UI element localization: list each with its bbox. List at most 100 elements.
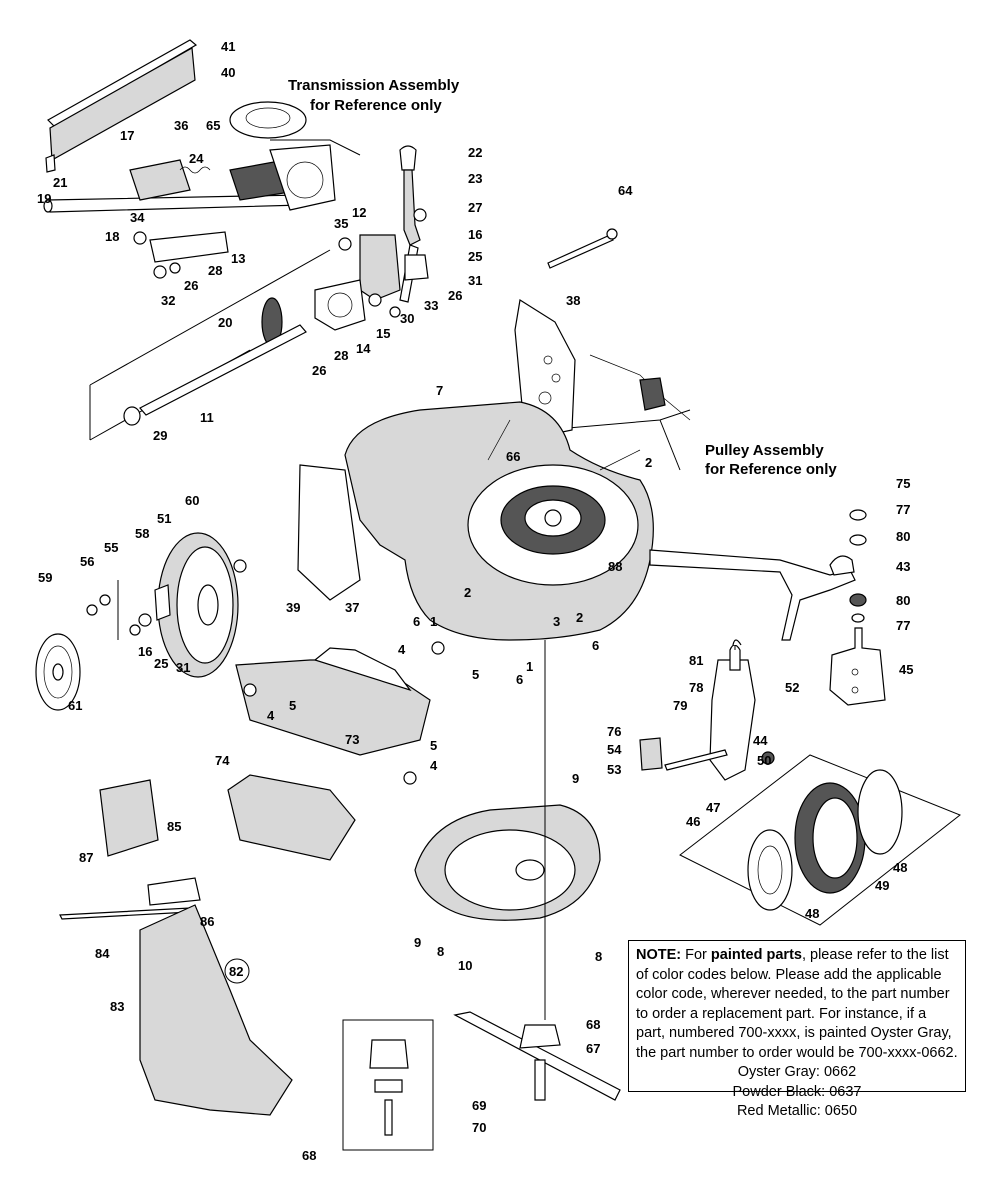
part-label-67: 67 <box>586 1041 600 1056</box>
part-label-14: 14 <box>356 341 371 356</box>
note-bold-phrase: painted parts <box>710 947 802 963</box>
part-label-59: 59 <box>38 570 52 585</box>
part-label-39: 39 <box>286 600 300 615</box>
color-code-oyster-gray: Oyster Gray: 0662 <box>737 1064 857 1080</box>
part-label-28a: 28 <box>208 263 222 278</box>
part-label-34: 34 <box>130 210 145 225</box>
part-label-15: 15 <box>376 326 390 341</box>
part-label-48b: 48 <box>805 906 819 921</box>
part-label-12: 12 <box>352 205 366 220</box>
part-51-wheel <box>154 532 247 678</box>
note-text-2: , please refer to the list of color code… <box>636 947 958 1061</box>
part-label-25b: 25 <box>154 656 168 671</box>
part-label-78: 78 <box>689 680 703 695</box>
part-label-51: 51 <box>157 511 171 526</box>
part-label-2c: 2 <box>576 610 583 625</box>
part-61-hubcap <box>35 633 81 711</box>
part-label-29: 29 <box>153 428 167 443</box>
part-12-bracket <box>338 208 429 301</box>
part-label-81: 81 <box>689 653 703 668</box>
part-label-10: 10 <box>458 958 472 973</box>
note-text-1: For <box>681 947 711 963</box>
part-36-bracket <box>129 159 211 201</box>
pulley-reference-frame <box>544 409 691 471</box>
part-label-46: 46 <box>686 814 700 829</box>
part-73-flap <box>235 641 445 785</box>
part-13-plate <box>133 231 229 279</box>
note-lead: NOTE: <box>636 947 682 963</box>
part-label-82: 82 <box>229 964 243 979</box>
part-label-88: 88 <box>608 559 622 574</box>
part-label-16a: 16 <box>468 227 482 242</box>
part-44-bracket <box>639 639 775 781</box>
part-label-31b: 31 <box>176 660 190 675</box>
part-label-69: 69 <box>472 1098 486 1113</box>
part-label-20: 20 <box>218 315 232 330</box>
part-label-22: 22 <box>468 145 482 160</box>
part-19-axle <box>43 194 303 213</box>
transmission-caption-line1: Transmission Assembly <box>288 77 460 94</box>
part-label-79: 79 <box>673 698 687 713</box>
part-label-32: 32 <box>161 293 175 308</box>
part-label-9a: 9 <box>572 771 579 786</box>
part-label-26c: 26 <box>312 363 326 378</box>
part-label-45: 45 <box>899 662 913 677</box>
wheel-hardware <box>86 580 152 640</box>
part-10-baffle <box>414 640 601 1020</box>
part-label-77a: 77 <box>896 502 910 517</box>
part-label-35: 35 <box>334 216 348 231</box>
part-label-4c: 4 <box>430 758 438 773</box>
part-11-shaft <box>123 324 307 426</box>
pulley-caption-line2: for Reference only <box>705 461 837 478</box>
part-label-75: 75 <box>896 476 910 491</box>
part-label-66: 66 <box>506 449 520 464</box>
part-label-8b: 8 <box>595 949 602 964</box>
transmission-pulley <box>229 101 336 211</box>
part-label-23: 23 <box>468 171 482 186</box>
part-label-68a: 68 <box>586 1017 600 1032</box>
part-49-wheel <box>679 754 961 926</box>
part-64-cable <box>547 228 618 269</box>
part-14-housing <box>314 279 401 331</box>
part-40-41-bar <box>45 39 198 173</box>
part-label-38: 38 <box>566 293 580 308</box>
part-label-5a: 5 <box>472 667 479 682</box>
part-label-40: 40 <box>221 65 235 80</box>
part-label-16b: 16 <box>138 644 152 659</box>
pulley-caption-line1: Pulley Assembly <box>705 442 824 459</box>
part-label-5b: 5 <box>289 698 296 713</box>
part-label-64: 64 <box>618 183 633 198</box>
part-label-80b: 80 <box>896 593 910 608</box>
part-label-83: 83 <box>110 999 124 1014</box>
part-label-6b: 6 <box>592 638 599 653</box>
part-label-48a: 48 <box>893 860 907 875</box>
part-label-70: 70 <box>472 1120 486 1135</box>
transmission-caption-line2: for Reference only <box>310 97 442 114</box>
part-43-handle <box>649 509 867 641</box>
part-label-73: 73 <box>345 732 359 747</box>
part-label-5c: 5 <box>430 738 437 753</box>
part-label-74: 74 <box>215 753 230 768</box>
part-label-2a: 2 <box>645 455 652 470</box>
part-label-4a: 4 <box>398 642 406 657</box>
part-label-19: 19 <box>37 191 51 206</box>
part-label-76: 76 <box>607 724 621 739</box>
part-label-47: 47 <box>706 800 720 815</box>
part-label-8a: 8 <box>437 944 444 959</box>
part-label-1b: 1 <box>526 659 533 674</box>
part-label-21: 21 <box>53 175 67 190</box>
part-7-deck <box>297 401 654 641</box>
part-label-43: 43 <box>896 559 910 574</box>
part-label-6a: 6 <box>413 614 420 629</box>
part-label-56: 56 <box>80 554 94 569</box>
part-label-87: 87 <box>79 850 93 865</box>
part-label-37: 37 <box>345 600 359 615</box>
part-83-grass-bag <box>139 904 293 1116</box>
part-label-54: 54 <box>607 742 622 757</box>
part-label-18: 18 <box>105 229 119 244</box>
part-label-13: 13 <box>231 251 245 266</box>
part-label-65: 65 <box>206 118 220 133</box>
part-67-blade <box>453 1011 621 1101</box>
part-label-9b: 9 <box>414 935 421 950</box>
